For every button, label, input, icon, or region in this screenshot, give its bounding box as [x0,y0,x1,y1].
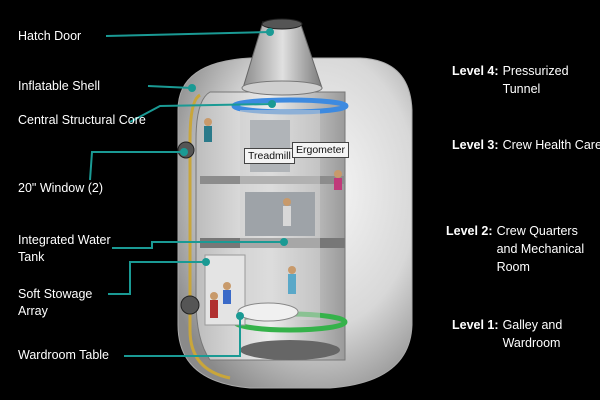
level-number: Level 1: [452,318,499,332]
window-lower [180,295,200,315]
leader-stowage [108,261,206,295]
leader-core [129,103,273,123]
callout-window: 20" Window (2) [18,181,104,195]
level-number: Level 4: [452,64,499,78]
level-text: Pressurized Tunnel [502,64,569,96]
level-number: Level 2: [446,224,493,238]
level-1-description: Level 1: Galley and Wardroom [452,316,593,352]
leader-table [124,316,241,357]
callout-stowage: Soft Stowage Array [18,287,93,318]
hatch-door [261,18,303,30]
leader-hatch [105,31,271,37]
level-number: Level 3: [452,138,499,152]
level-3-description: Level 3: Crew Health Care [452,136,600,154]
level-text: Galley and Wardroom [502,318,563,350]
level-text: Crew Health Care [502,138,600,152]
crew-figures [204,118,342,318]
level-2-description: Level 2: Crew Quarters and Mechanical Ro… [446,222,597,276]
callout-wardroom-table: Wardroom Table [18,348,110,362]
leader-window [89,151,184,181]
callout-inflatable-shell: Inflatable Shell [18,79,101,93]
level-text: Crew Quarters and Mechanical Room [496,224,585,274]
ergometer-label: Ergometer [292,142,350,158]
callout-water-tank: Integrated Water Tank [18,233,111,264]
leader-lines [89,28,288,357]
leader-shell [147,85,193,89]
leader-tank [112,241,284,249]
callout-central-core: Central Structural Core [18,113,146,127]
callout-hatch-door: Hatch Door [18,29,82,43]
wardroom-table [237,302,299,322]
treadmill-label: Treadmill [244,148,295,164]
level-4-description: Level 4: Pressurized Tunnel [452,62,600,98]
shell-edge [188,93,231,380]
